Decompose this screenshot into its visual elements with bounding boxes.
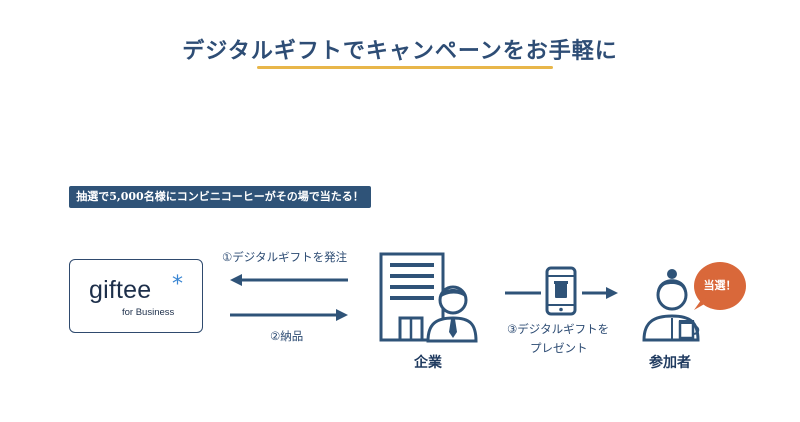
delivery-arrow-right-icon xyxy=(230,309,348,321)
giftee-logo-star: * xyxy=(172,272,183,297)
giftee-logo-wordmark: giftee xyxy=(89,276,152,304)
gift-arrow-a-icon xyxy=(505,291,541,295)
gift-arrow-b-icon xyxy=(582,287,618,299)
participant-person-icon xyxy=(642,269,700,342)
step1-label: ①デジタルギフトを発注 xyxy=(222,250,348,264)
step3-label-line1: ③デジタルギフトを xyxy=(507,322,610,336)
winner-speech-bubble: 当選！ xyxy=(694,262,746,310)
giftee-logo-subtitle: for Business xyxy=(122,307,175,318)
page-title: デジタルギフトでキャンペーンをお手軽に xyxy=(182,39,618,64)
company-building-icon xyxy=(379,252,478,343)
bubble-tail-icon xyxy=(694,296,708,310)
company-label: 企業 xyxy=(414,355,442,371)
participant-label: 参加者 xyxy=(649,355,691,371)
campaign-badge: 抽選で5,000名様にコンビニコーヒーがその場で当たる！ xyxy=(69,186,371,208)
giftee-logo-box: giftee * for Business xyxy=(69,259,203,333)
step3-label-line2: プレゼント xyxy=(530,341,588,355)
title-underline xyxy=(257,66,553,69)
order-arrow-left-icon xyxy=(230,274,348,286)
smartphone-gift-icon xyxy=(545,266,577,316)
step2-label: ②納品 xyxy=(270,329,304,343)
